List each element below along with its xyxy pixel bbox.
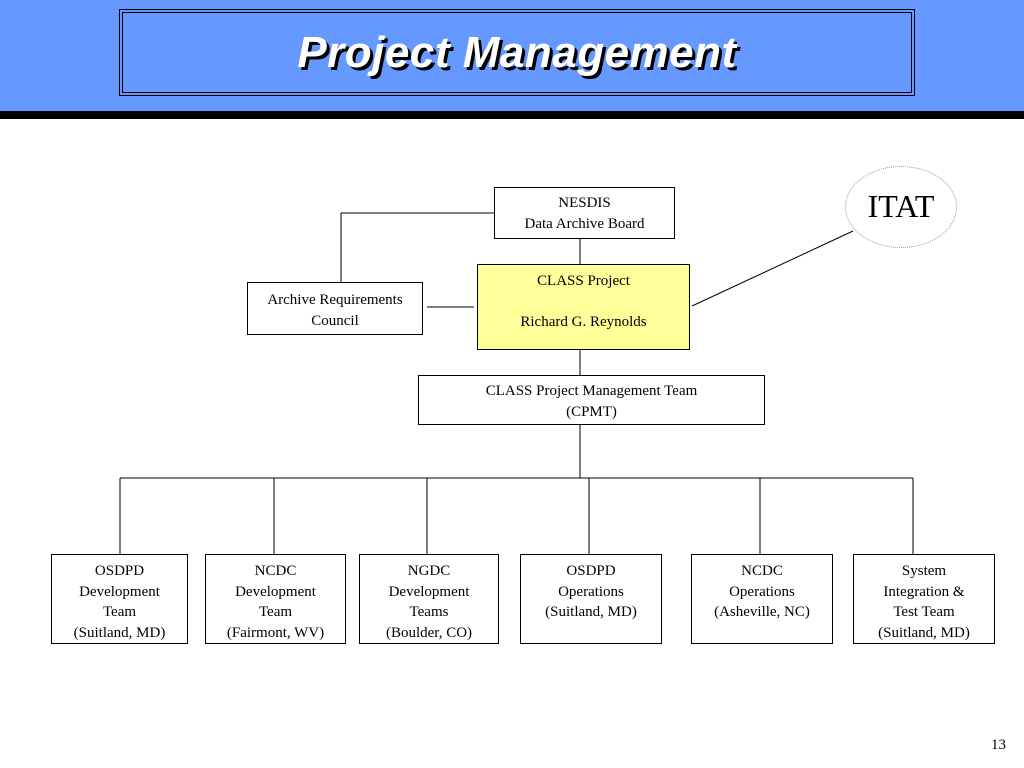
box-line: OSDPD bbox=[566, 563, 616, 579]
box-line: Development bbox=[79, 583, 160, 600]
itat-ellipse: ITAT bbox=[845, 166, 957, 248]
box-line: Team bbox=[102, 604, 137, 620]
title-outer-frame bbox=[119, 9, 915, 96]
archive-requirements-council-box: Archive Requirements Council bbox=[247, 282, 423, 335]
box-line: (Fairmont, WV) bbox=[226, 624, 325, 641]
nesdis-box: NESDIS Data Archive Board bbox=[494, 187, 675, 239]
box-line: (Boulder, CO) bbox=[385, 624, 473, 641]
box-line: (CPMT) bbox=[566, 403, 617, 420]
box-line: (Suitland, MD) bbox=[73, 624, 166, 641]
box-line: Integration & bbox=[883, 583, 965, 600]
box-line: Team bbox=[258, 604, 293, 620]
box-line: CLASS Project bbox=[537, 273, 630, 289]
box-line: (Asheville, NC) bbox=[714, 604, 810, 620]
box-line: Development bbox=[388, 583, 470, 600]
box-line: (Suitland, MD) bbox=[878, 624, 970, 641]
box-line: Test Team bbox=[893, 604, 955, 620]
box-line: Richard G. Reynolds bbox=[520, 314, 647, 330]
box-line: Data Archive Board bbox=[524, 215, 645, 232]
box-line: Operations bbox=[729, 583, 795, 600]
class-project-box: CLASS Project Richard G. Reynolds bbox=[477, 264, 690, 350]
box-line: Archive Requirements bbox=[267, 292, 403, 308]
box-line: NCDC bbox=[254, 563, 297, 579]
team-box-ncdc-development: NCDC Development Team (Fairmont, WV) bbox=[205, 554, 346, 644]
box-line: NCDC bbox=[741, 563, 783, 579]
team-box-system-integration-test: System Integration & Test Team (Suitland… bbox=[853, 554, 995, 644]
team-box-ncdc-operations: NCDC Operations (Asheville, NC) bbox=[691, 554, 833, 644]
box-line-spacer bbox=[478, 292, 689, 313]
itat-label: ITAT bbox=[867, 187, 935, 224]
page-number: 13 bbox=[991, 737, 1006, 753]
title-box: Project Management bbox=[122, 12, 912, 93]
box-line: OSDPD bbox=[94, 563, 145, 579]
box-line: Development bbox=[235, 583, 316, 600]
box-line: Teams bbox=[409, 604, 449, 620]
cpmt-box: CLASS Project Management Team (CPMT) bbox=[418, 375, 765, 425]
connector-class-itat bbox=[691, 230, 854, 307]
team-box-osdpd-operations: OSDPD Operations (Suitland, MD) bbox=[520, 554, 662, 644]
box-line: (Suitland, MD) bbox=[545, 604, 637, 620]
team-box-ngdc-development: NGDC Development Teams (Boulder, CO) bbox=[359, 554, 499, 644]
box-line: CLASS Project Management Team bbox=[485, 383, 698, 399]
box-line: NESDIS bbox=[558, 195, 611, 211]
slide-title: Project Management bbox=[297, 27, 737, 77]
header-divider bbox=[0, 111, 1024, 119]
box-line: Council bbox=[311, 312, 359, 329]
box-line: System bbox=[901, 563, 947, 579]
team-box-osdpd-development: OSDPD Development Team (Suitland, MD) bbox=[51, 554, 188, 644]
box-line: Operations bbox=[558, 583, 624, 600]
box-line: NGDC bbox=[407, 563, 451, 579]
